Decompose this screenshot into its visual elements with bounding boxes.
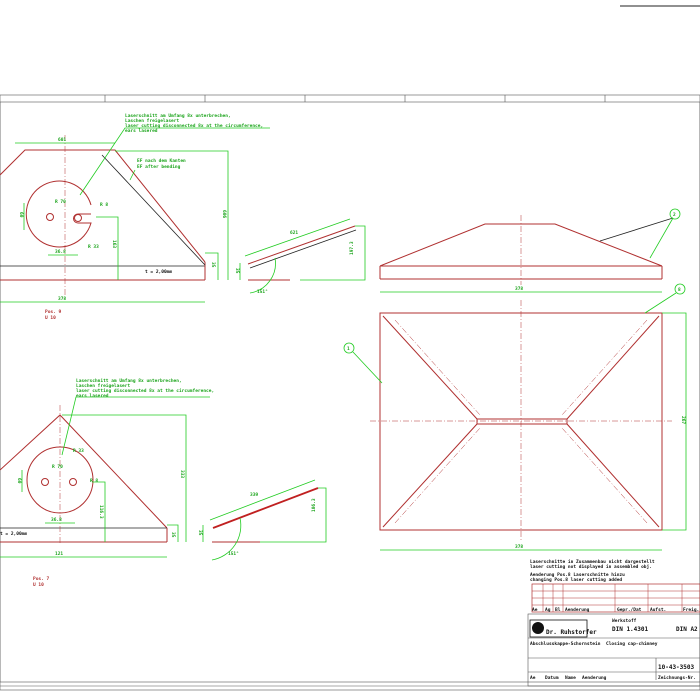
dim-width: 378: [515, 286, 523, 292]
laser-note-line: Laschen freigelasert: [125, 118, 179, 124]
balloon-right: [674, 283, 686, 295]
dim-hole: 36.8: [55, 249, 66, 255]
sheet-size: DIN A2: [676, 626, 698, 633]
radius-1: R 70: [55, 199, 66, 205]
dim-left: 60: [16, 478, 22, 484]
dim-height: 333: [179, 470, 185, 478]
dim-bottom: 378: [58, 296, 66, 302]
qty-label: U 10: [33, 582, 44, 588]
laser-note-line: Laschen freigelasert: [76, 383, 130, 389]
pos-label: Pos. 7: [33, 576, 50, 582]
note-line: Aenderung Pos.8 Laserschnitte hinzu: [530, 572, 625, 578]
laser-note-line: laser cutting disconnected 8x at the cir…: [125, 123, 263, 129]
company-logo: [529, 619, 588, 638]
laser-note-line: Laserschnitt am Umfang 8x unterbrechen,: [76, 378, 182, 384]
footer-header: Datum: [545, 675, 559, 681]
view-side-1: 621 197.3 35 151°: [234, 218, 366, 295]
note-line: changing Pos.8 laser cutting added: [530, 577, 622, 583]
rev-header: Bl: [555, 607, 561, 613]
balloon-left-label: 1: [347, 346, 350, 352]
laser-note-line: ears lasered: [125, 128, 158, 134]
note-line: Laserschnitte in Zusammenbau nicht darge…: [530, 559, 655, 565]
dim-vert: 163: [111, 240, 117, 248]
material: DIN 1.4301: [612, 626, 649, 633]
pos-label: Pos. 9: [45, 309, 62, 315]
dim-right-small: 35: [170, 532, 176, 538]
dim-left: 35: [234, 268, 240, 274]
dim-left: 35: [197, 530, 203, 536]
drawing-number: 10-43-3503: [658, 664, 695, 671]
dim-height: 267: [680, 416, 686, 424]
radius-2: R 8: [90, 478, 98, 484]
dim-length: 621: [290, 230, 298, 236]
angle: 151°: [228, 551, 239, 557]
rev-header: Gepr./Dat: [617, 607, 642, 613]
dim-top: 601: [58, 137, 66, 143]
edge-note-line: EF after bending: [137, 164, 181, 170]
view-upper-left: 601 378 606 35 163 36.8 60 R 70 R 8 R 33…: [0, 113, 270, 321]
view-side-2: 339 106.3 35 151°: [197, 479, 327, 561]
dim-length: 339: [250, 492, 258, 498]
view-front: 378 2: [379, 208, 681, 293]
radius-2: R 8: [100, 202, 108, 208]
laser-note-line: laser cutting disconnected 8x at the cir…: [76, 388, 214, 394]
dim-vert: 116.3: [98, 505, 104, 519]
dim-right-small: 35: [210, 262, 216, 268]
edge-note-line: EF nach dem Kanten: [137, 158, 186, 164]
thickness-note: t = 2,00mm: [145, 269, 172, 275]
laser-note-line: ears lasered: [76, 393, 109, 399]
dim-left: 60: [18, 212, 24, 218]
note-line: laser cutting not displayed in assembled…: [530, 563, 652, 570]
angle: 151°: [257, 289, 268, 295]
balloon: [669, 208, 681, 220]
title-de: Abschlusskappe-Schornstein: [530, 641, 601, 647]
rev-header: Freig.: [683, 607, 699, 613]
company-name: Dr. Ruhstorfer: [546, 629, 597, 636]
qty-label: U 10: [45, 315, 56, 321]
dim-width: 378: [515, 544, 523, 550]
thickness-note: t = 2,00mm: [0, 531, 27, 537]
view-lower-left: 121 333 35 116.3 36.8 60 R 70 R 8 R 33 t…: [0, 378, 214, 588]
footer-header: Ae: [530, 675, 536, 681]
balloon-left: [343, 342, 355, 354]
rev-header: Ae: [532, 607, 538, 613]
laser-note-line: Laserschnitt am Umfang 8x unterbrechen,: [125, 113, 231, 119]
footer-header: Name: [565, 675, 576, 681]
balloon-right-label: 8: [678, 287, 681, 293]
title-en: Closing cap-chimney: [606, 641, 658, 647]
radius-3: R 33: [88, 244, 99, 250]
rev-header: Ag: [545, 607, 551, 613]
dim-height: 106.3: [311, 498, 317, 512]
rev-header: Aufst.: [650, 607, 666, 613]
dim-height: 197.3: [349, 241, 355, 255]
title-block: Laserschnitte in Zusammenbau nicht darge…: [527, 559, 700, 687]
view-plan: 378 267 1 8: [343, 283, 687, 551]
balloon-label: 2: [673, 212, 676, 218]
dim-bottom: 121: [55, 551, 63, 557]
radius-3: R 33: [73, 448, 84, 454]
dim-hole: 36.8: [51, 517, 62, 523]
footer-header: Zeichnungs-Nr.: [658, 675, 696, 681]
dim-height: 606: [221, 210, 227, 218]
radius-1: R 70: [52, 464, 63, 470]
footer-header: Aenderung: [582, 675, 607, 681]
material-label: Werkstoff: [612, 618, 637, 624]
rev-header: Aenderung: [565, 607, 590, 613]
